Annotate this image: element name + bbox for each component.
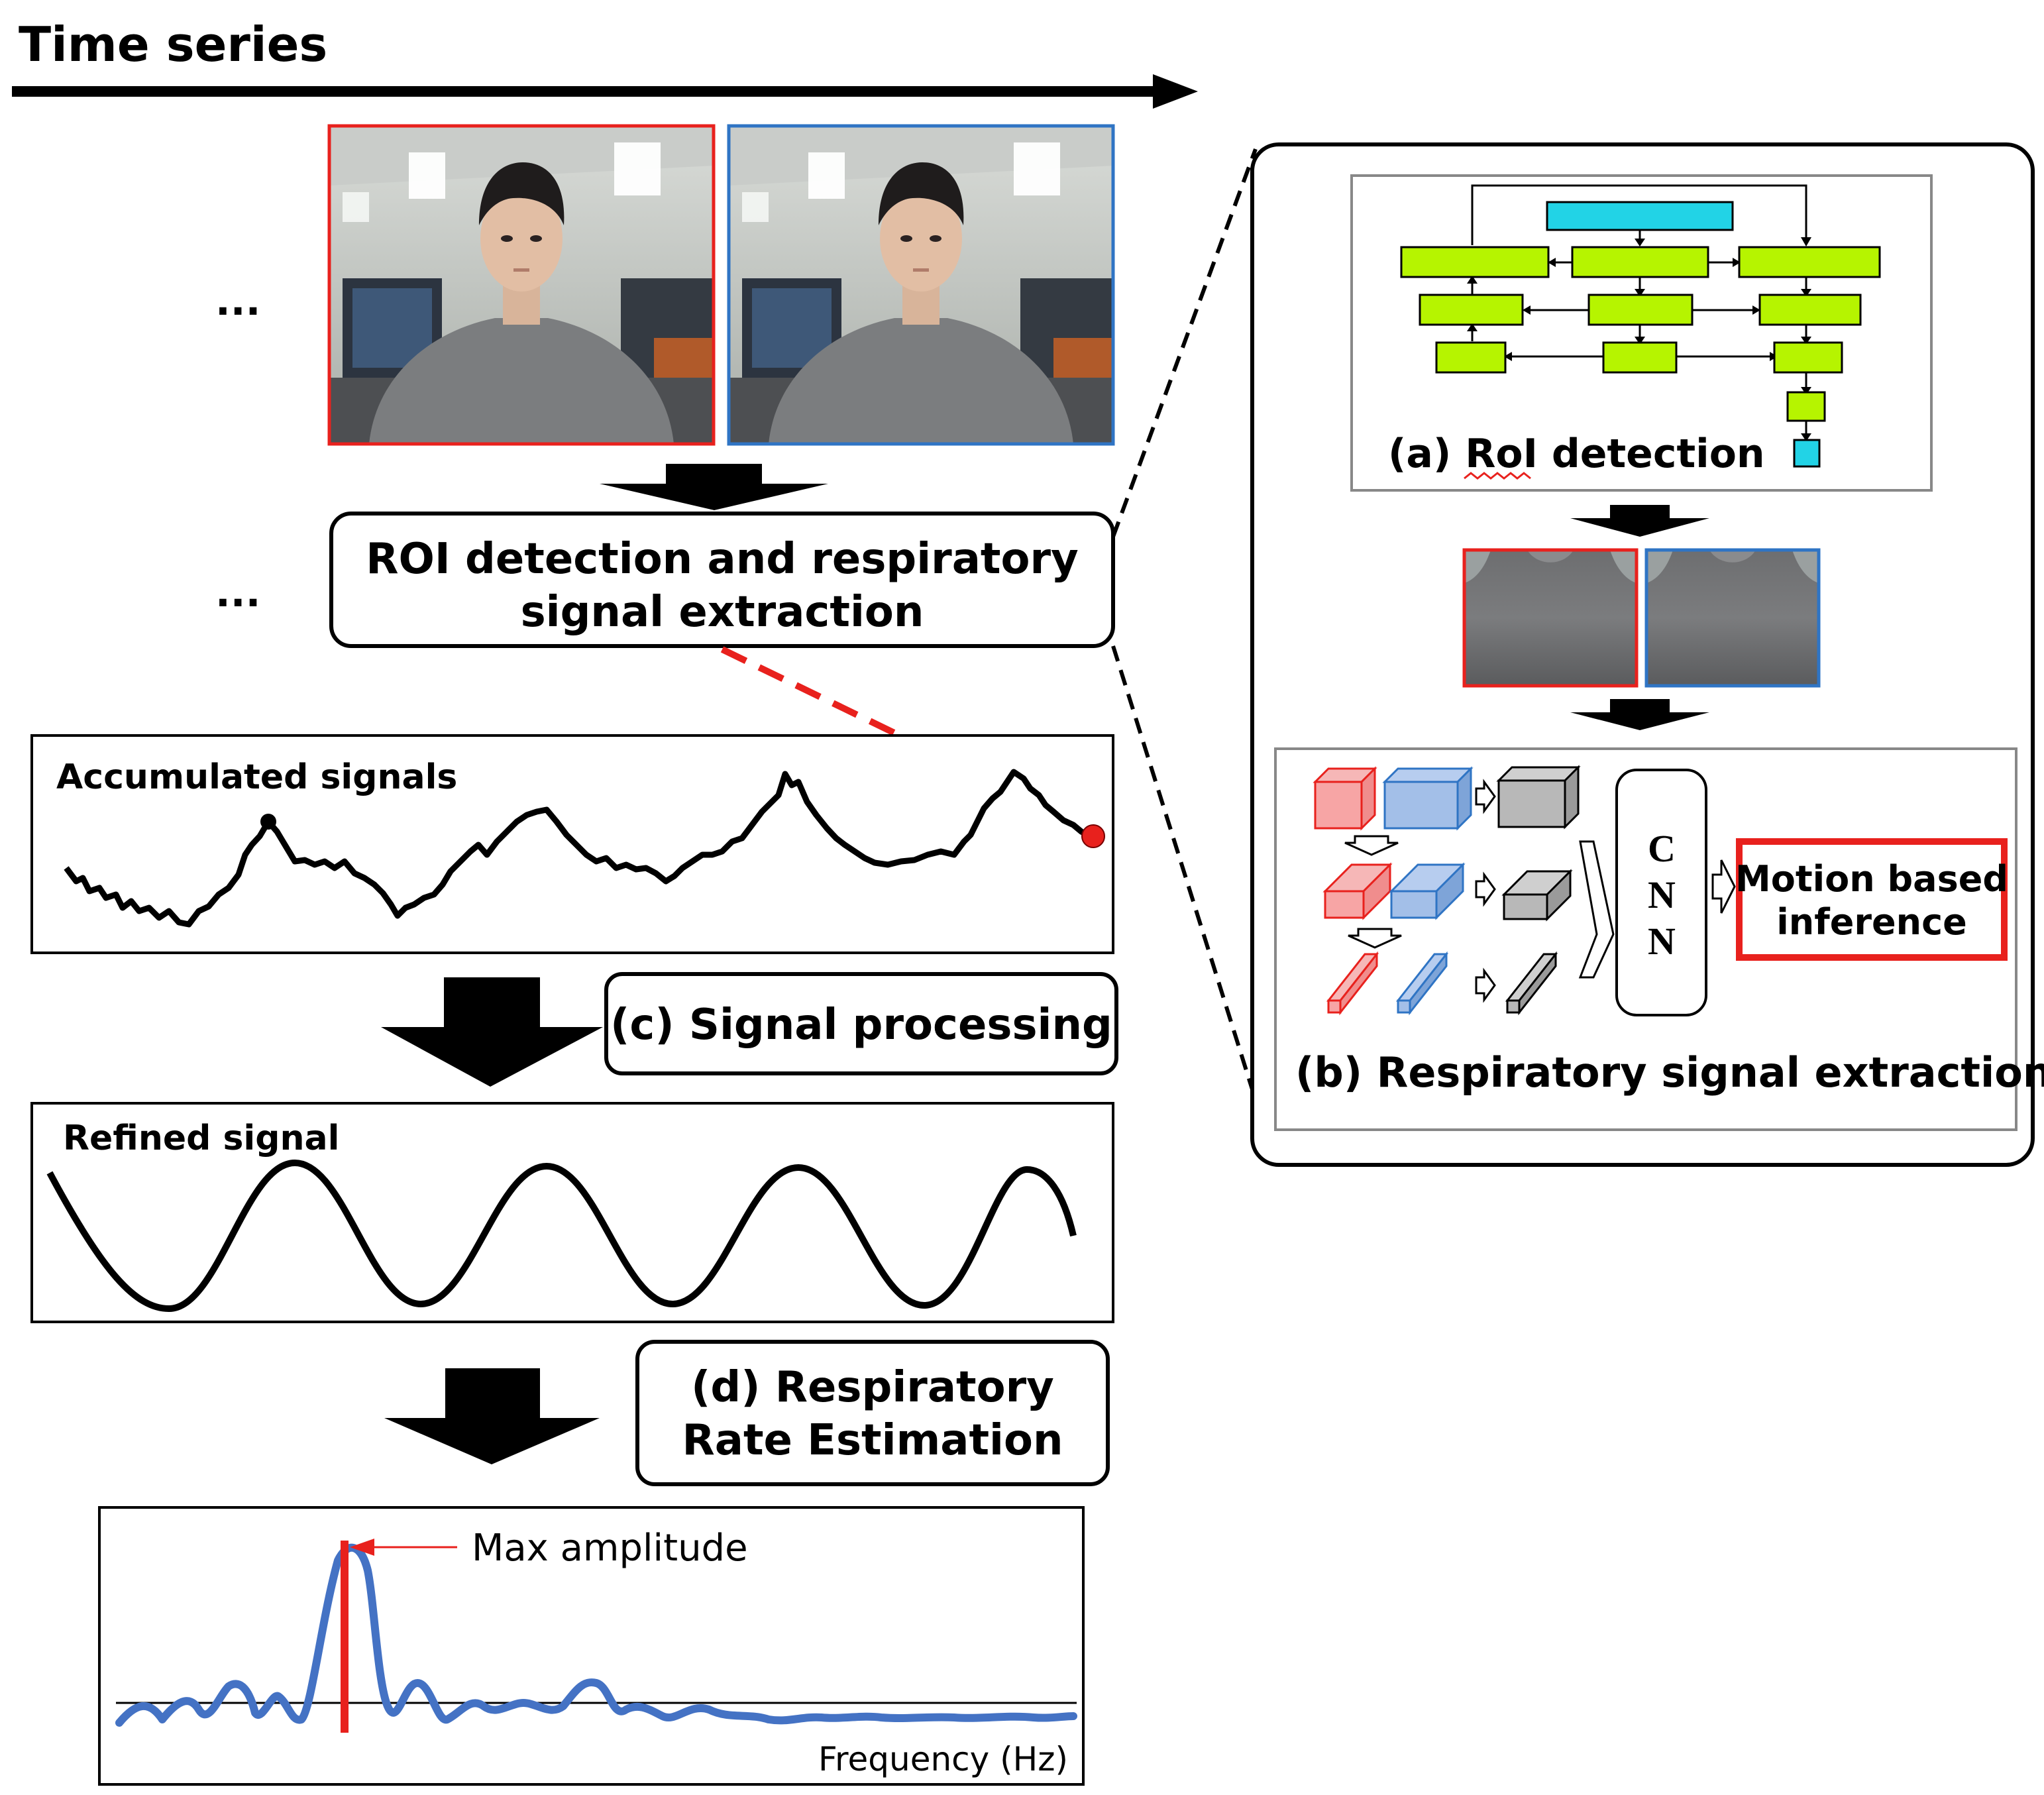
arrow-down-icon (381, 977, 603, 1087)
zoom-connector-bottom (1111, 645, 1258, 1101)
ellipsis-middle: ... (215, 570, 260, 616)
arrow-left-icon (350, 1539, 374, 1556)
cube-icon (1326, 951, 1379, 1016)
chest-roi-crop-2 (1644, 548, 1821, 688)
roi-box-line2: signal extraction (521, 588, 924, 637)
arrow-down-icon (600, 464, 828, 510)
arrow-down-icon (1570, 505, 1709, 537)
signal-processing-box (604, 972, 1118, 1075)
cube-icon (1505, 951, 1558, 1016)
person-photo (729, 126, 1113, 444)
cube-icon (1313, 766, 1377, 831)
refined-signal-label: Refined signal (63, 1118, 339, 1158)
cnn-letter-3: N (1648, 920, 1676, 963)
roi-network (1400, 184, 1881, 468)
frequency-axis-label: Frequency (Hz) (818, 1740, 1068, 1778)
cnn-letter-2: N (1648, 873, 1676, 916)
rr-estimation-line1: (d) Respiratory (691, 1363, 1054, 1412)
accumulated-signal-peak-dot (260, 814, 276, 830)
signal-processing-label: (c) Signal processing (610, 1001, 1112, 1050)
chest-roi-crop-1 (1462, 548, 1639, 688)
refined-signal-line (46, 1159, 1077, 1313)
cube-icon (1395, 951, 1449, 1016)
chest-roi-photo (1464, 550, 1637, 686)
spectrum-panel (98, 1506, 1085, 1786)
zoom-connector-top (1111, 148, 1258, 538)
motion-inference-line1: Motion based (1735, 858, 2008, 900)
person-photo (329, 126, 714, 444)
cube-icon (1322, 862, 1393, 920)
respiratory-extraction-label: (b) Respiratory signal extraction (1295, 1048, 2044, 1097)
accumulated-signals-label: Accumulated signals (56, 757, 457, 797)
arrow-right-icon (1711, 859, 1736, 914)
cube-icon (1389, 862, 1466, 920)
cnn-box (1615, 769, 1707, 1016)
motion-inference-line2: inference (1776, 901, 1966, 943)
chest-roi-photo (1646, 550, 1819, 686)
time-series-label: Time series (19, 17, 327, 72)
roi-detection-label: (a) RoI detection (1388, 431, 1765, 477)
video-frame-1 (327, 124, 716, 446)
accumulated-signal-line (64, 769, 1092, 928)
spellcheck-underline (1464, 472, 1531, 480)
cube-stack (1313, 765, 1581, 1016)
roi-box-line1: ROI detection and respiratory (366, 535, 1079, 584)
arrow-down-icon (1570, 699, 1709, 730)
cube-icon (1496, 765, 1581, 830)
ellipsis-top: ... (215, 278, 260, 325)
max-amplitude-label: Max amplitude (472, 1527, 748, 1570)
cube-icon (1382, 766, 1474, 831)
roi-detection-box (329, 512, 1115, 648)
cube-icon (1501, 869, 1573, 922)
cnn-letter-1: C (1648, 827, 1676, 870)
refined-signal-panel (30, 1102, 1114, 1323)
chevron-right-icon (1578, 840, 1615, 979)
rr-estimation-line2: Rate Estimation (682, 1416, 1063, 1465)
motion-inference-box (1736, 838, 2008, 961)
video-frame-2 (727, 124, 1115, 446)
red-dashed-arrow (720, 646, 1065, 818)
accumulated-signal-end-dot (1081, 824, 1105, 848)
rr-estimation-box (635, 1340, 1110, 1486)
spectrum-line (115, 1543, 1077, 1727)
arrow-right-icon (1153, 74, 1198, 109)
arrow-down-icon (384, 1368, 600, 1464)
